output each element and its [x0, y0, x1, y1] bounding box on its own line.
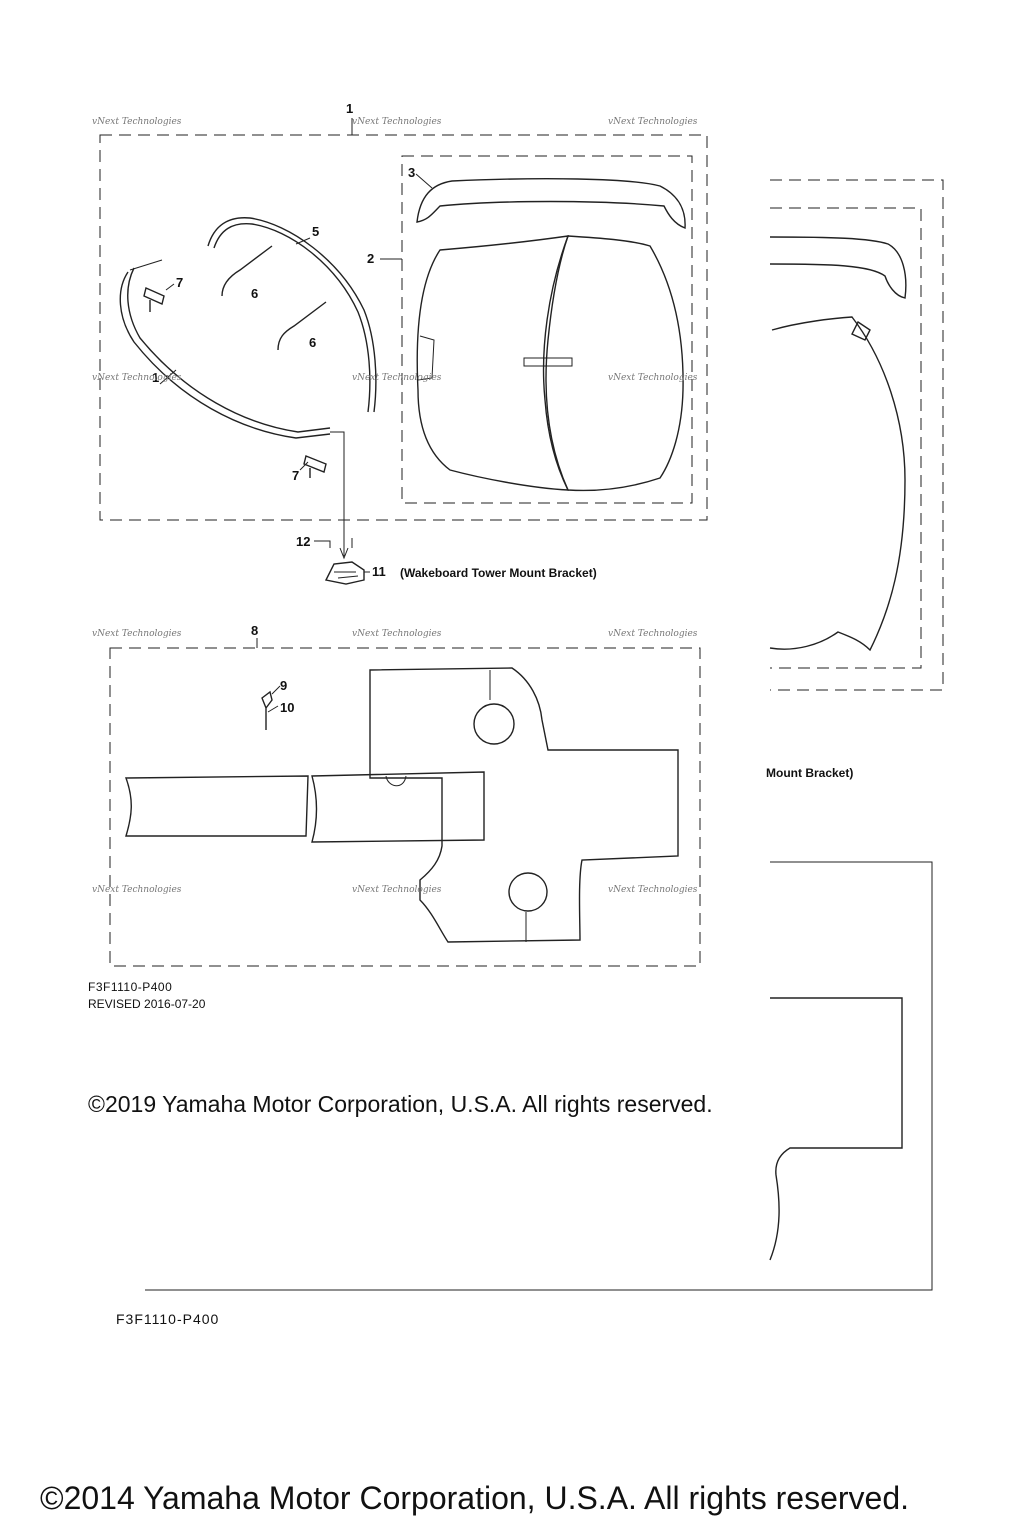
leader-7a — [165, 283, 175, 291]
callout-1: 1 — [346, 101, 353, 116]
revision-date: REVISED 2016-07-20 — [88, 997, 206, 1011]
watermark: vNext Technologies — [92, 629, 182, 639]
leader-3 — [415, 173, 433, 189]
mat-piece-center — [311, 771, 485, 843]
clamp-part-7a — [143, 287, 165, 312]
cover-panel-right — [545, 235, 684, 492]
brace-part-6a — [221, 245, 273, 297]
leader-bracket — [330, 431, 345, 556]
cover-center-clip — [523, 357, 573, 367]
background-offset-diagram — [145, 179, 944, 1291]
mat-piece-deck-inner-line — [489, 670, 527, 942]
diagram-code-large: F3F1110-P400 — [116, 1311, 220, 1327]
callout-12: 12 — [296, 534, 310, 549]
tower-arch-tube — [119, 271, 331, 439]
watermark: vNext Technologies — [608, 373, 698, 383]
mat-frame-8 — [109, 647, 701, 967]
callout-10: 10 — [280, 700, 294, 715]
callout-7b: 7 — [292, 468, 299, 483]
watermark: vNext Technologies — [352, 117, 442, 127]
leader-5 — [295, 237, 311, 245]
callout-5: 5 — [312, 224, 319, 239]
watermark: vNext Technologies — [92, 117, 182, 127]
tower-tube-part-5-inner — [213, 223, 371, 413]
leader-bracket-arrow — [339, 547, 349, 560]
watermark: vNext Technologies — [352, 373, 442, 383]
callout-6b: 6 — [309, 335, 316, 350]
callout-7a: 7 — [176, 275, 183, 290]
watermark: vNext Technologies — [608, 629, 698, 639]
copyright-2019: ©2019 Yamaha Motor Corporation, U.S.A. A… — [88, 1091, 713, 1117]
callout-8: 8 — [251, 623, 258, 638]
fastener-part-9-10 — [261, 690, 273, 730]
callout-2: 2 — [367, 251, 374, 266]
callout-1b: 1 — [152, 370, 159, 385]
leader-arch — [159, 369, 177, 385]
clamp-part-7b — [303, 455, 327, 478]
callout-6a: 6 — [251, 286, 258, 301]
watermark: vNext Technologies — [352, 629, 442, 639]
tower-tube-part-5 — [207, 217, 377, 413]
watermark: vNext Technologies — [352, 885, 442, 895]
cover-panel-left — [416, 235, 570, 491]
mat-piece-hole-upper — [473, 703, 515, 745]
callout-3: 3 — [408, 165, 415, 180]
mat-piece-hole-lower — [508, 872, 548, 912]
tower-arch-end-left — [129, 259, 163, 271]
assembly-frame-1 — [99, 134, 708, 521]
watermark: vNext Technologies — [92, 373, 182, 383]
leader-7b — [299, 461, 309, 471]
diagram-code: F3F1110-P400 — [88, 980, 173, 994]
cover-flap-left — [417, 335, 435, 381]
watermark: vNext Technologies — [608, 117, 698, 127]
visor-part-3 — [416, 178, 686, 229]
watermark-group: vNext Technologies vNext Technologies vN… — [92, 117, 698, 895]
bracket-caption: (Wakeboard Tower Mount Bracket) — [400, 566, 597, 580]
mount-bracket-detail — [334, 571, 359, 579]
mount-bracket-part-11 — [324, 561, 365, 585]
brace-part-6b — [277, 301, 327, 351]
callout-11: 11 — [372, 564, 386, 579]
callout-9: 9 — [280, 678, 287, 693]
copyright-2014: ©2014 Yamaha Motor Corporation, U.S.A. A… — [40, 1480, 910, 1516]
watermark: vNext Technologies — [608, 885, 698, 895]
mat-piece-swim-step — [125, 775, 309, 837]
cover-frame-2 — [401, 155, 693, 504]
mat-piece-deck — [369, 667, 679, 943]
watermark: vNext Technologies — [92, 885, 182, 895]
leader-12 — [314, 540, 331, 548]
leader-9 — [271, 685, 281, 695]
leader-10 — [267, 705, 279, 713]
bracket-caption-clipped: Mount Bracket) — [766, 766, 853, 780]
tower-arch-tube-inner — [127, 267, 331, 433]
